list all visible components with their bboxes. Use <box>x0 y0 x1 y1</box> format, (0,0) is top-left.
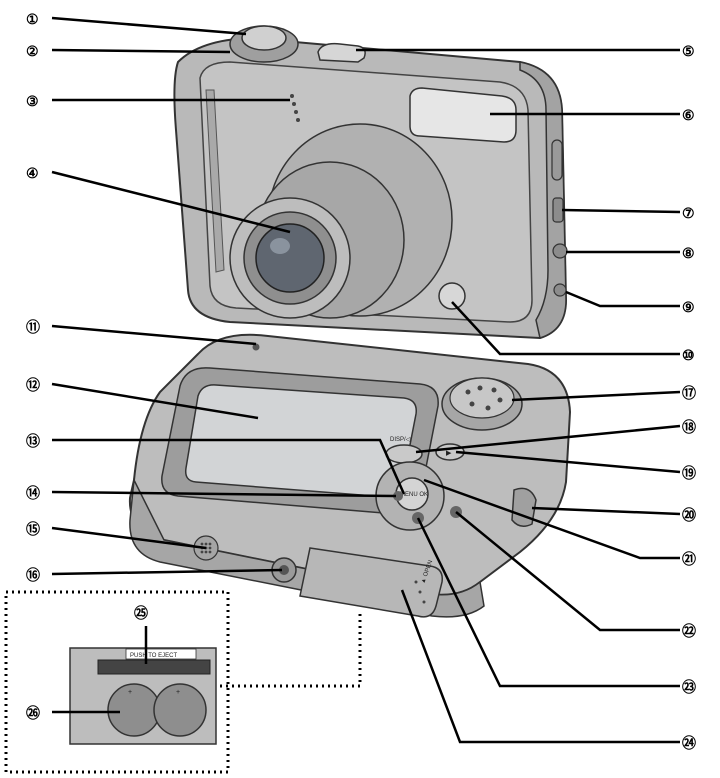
callout-22: ㉒ <box>682 623 696 639</box>
callout-13: ⑬ <box>26 433 40 449</box>
battery-1-plus: + <box>128 689 132 696</box>
callout-labels: ① ② ③ ④ ⑤ ⑥ ⑦ ⑧ ⑨ ⑩ ⑪ ⑫ ⑬ ⑭ ⑮ ⑯ ⑰ ⑱ ⑲ ⑳ … <box>26 11 696 751</box>
push-to-eject-plate <box>125 648 197 660</box>
battery-compartment-inset: PUSH TO EJECT + + <box>4 590 362 774</box>
camera-rear-view: DISP/◁ ▶ MENU OK ▲ OPEN <box>128 333 572 618</box>
terminal-cover <box>553 283 567 297</box>
callout-18: ⑱ <box>682 419 696 435</box>
callout-12: ⑫ <box>26 377 40 393</box>
af-assist-lamp <box>438 282 466 310</box>
battery-2-plus: + <box>176 689 180 696</box>
dc-in-socket <box>552 243 568 259</box>
disp-back-button <box>385 444 423 464</box>
callout-21: ㉑ <box>682 551 696 567</box>
tripod-mount-hole <box>279 565 289 575</box>
push-to-eject-label: PUSH TO EJECT <box>130 653 177 659</box>
playback-icon: ▶ <box>446 450 452 457</box>
inset-connector-line <box>208 612 362 688</box>
callout-20: ⑳ <box>682 507 696 523</box>
callout-23: ㉓ <box>682 679 696 695</box>
callout-8: ⑧ <box>682 245 695 261</box>
callout-19: ⑲ <box>682 465 696 481</box>
power-button <box>317 42 366 63</box>
mode-dial-icons <box>465 385 503 411</box>
callout-7: ⑦ <box>682 205 695 221</box>
callout-4: ④ <box>26 165 39 181</box>
callout-5: ⑤ <box>682 43 695 59</box>
macro-left-button <box>393 491 403 501</box>
callout-14: ⑭ <box>26 485 40 501</box>
mode-dial-top <box>449 377 515 419</box>
callout-11: ⑪ <box>26 319 40 335</box>
card-slot <box>97 659 211 675</box>
usb-terminal <box>552 197 564 223</box>
microphone-holes <box>290 94 300 122</box>
disp-label: DISP/◁ <box>390 437 411 443</box>
shutter-button <box>241 25 287 51</box>
callout-15: ⑮ <box>26 521 40 537</box>
lens-highlight <box>270 238 290 254</box>
battery-1 <box>107 683 161 737</box>
callout-25: ㉕ <box>134 605 148 621</box>
callout-1: ① <box>26 11 39 27</box>
open-arrow-dots <box>414 580 426 604</box>
leader-lines <box>51 16 681 744</box>
callout-10: ⑩ <box>682 347 695 363</box>
callout-26: ㉖ <box>26 705 40 721</box>
camera-side-panel <box>519 61 567 339</box>
callout-17: ⑰ <box>682 385 696 401</box>
indicator-lamp <box>252 343 260 351</box>
callout-6: ⑥ <box>682 107 695 123</box>
battery-2 <box>153 683 207 737</box>
callout-16: ⑯ <box>26 567 40 583</box>
strap-eyelet-slot <box>551 139 563 181</box>
camera-front-view <box>173 25 568 340</box>
flash-window <box>409 87 517 143</box>
callout-2: ② <box>26 43 39 59</box>
callout-3: ③ <box>26 93 39 109</box>
lens-glass <box>255 223 325 293</box>
menu-ok-label: MENU OK <box>400 492 428 498</box>
strap-eyelet <box>511 487 537 527</box>
callout-9: ⑨ <box>682 299 695 315</box>
callout-24: ㉔ <box>682 735 696 751</box>
inset-dotted-frame <box>4 590 230 774</box>
